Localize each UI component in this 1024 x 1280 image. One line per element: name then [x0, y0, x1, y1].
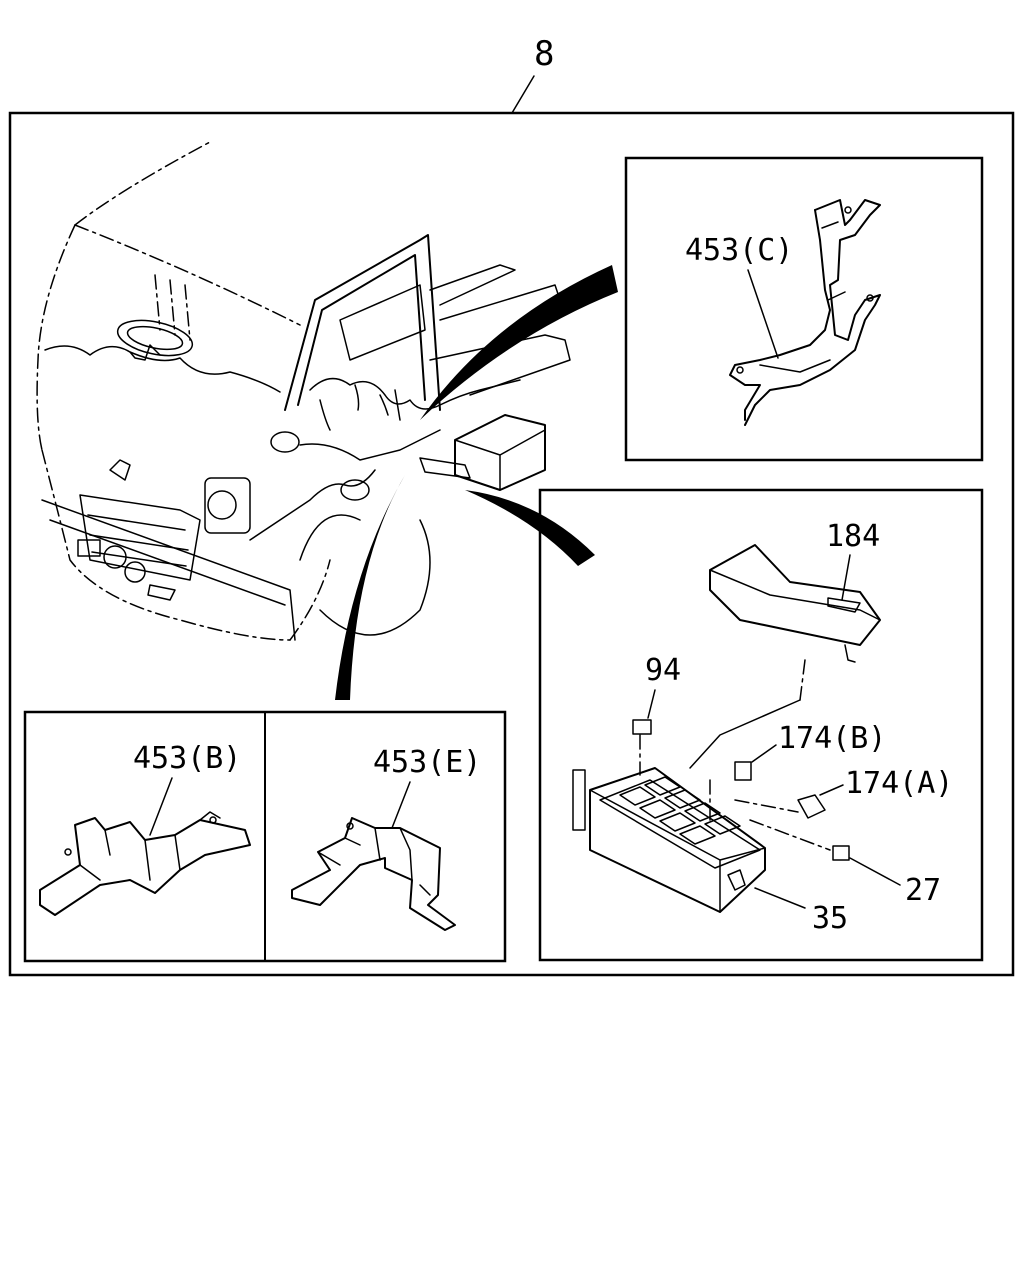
- inset-fuse-box: [538, 488, 984, 962]
- bracket-e-outline: [291, 817, 456, 931]
- cab-roof-edge-line: [74, 224, 301, 326]
- fog-lamp-left: [103, 545, 127, 569]
- bracket-b-outline: [39, 817, 251, 916]
- callout-174b: 174(B): [778, 721, 886, 756]
- leader-453e: [391, 781, 411, 829]
- cab-corner-line: [289, 559, 331, 641]
- relay-174b: [734, 761, 752, 781]
- fuse-box-body: [572, 767, 766, 913]
- pointer-wedge-453c: [420, 265, 618, 420]
- cab-roof-front-line: [74, 141, 211, 226]
- door-frame: [284, 234, 441, 411]
- chassis-rail-upper: [429, 264, 516, 306]
- callout-main: 8: [534, 34, 554, 74]
- relay-174a: [797, 794, 826, 819]
- hood-latch: [109, 459, 131, 481]
- fuse-box-top: [599, 779, 761, 869]
- battery: [454, 414, 546, 491]
- bracket-c-folds: [759, 221, 846, 373]
- callout-35: 35: [812, 901, 848, 936]
- speaker-grille: [207, 490, 237, 520]
- leader-184: [841, 554, 851, 601]
- bumper-line: [49, 519, 286, 606]
- speaker-component: [204, 477, 251, 534]
- fuse-slots: [619, 776, 741, 845]
- pointer-wedge-fusebox: [465, 490, 595, 566]
- bracket-c-hole-3: [866, 294, 874, 302]
- battery-edges: [454, 429, 546, 491]
- leader-35: [754, 887, 806, 909]
- callout-184: 184: [826, 519, 880, 554]
- pointer-wedge-453b-e: [335, 475, 405, 700]
- cover-top-edge: [709, 569, 881, 621]
- bracket-b-drawing: [39, 811, 251, 916]
- leader-453b: [149, 777, 173, 836]
- bracket-e-drawing: [291, 817, 456, 931]
- harness-upper: [309, 377, 521, 410]
- headlamp-left: [77, 539, 101, 557]
- bracket-b-hole-2: [209, 816, 217, 824]
- leader-94: [647, 689, 656, 719]
- steering-column: [129, 344, 161, 361]
- leader-453c: [747, 269, 779, 359]
- fog-lamp-right: [124, 561, 146, 583]
- steering-wheel: [116, 319, 194, 357]
- bumper-plate: [147, 584, 176, 601]
- cover-guide-line: [799, 659, 806, 701]
- leader-174a: [819, 784, 844, 796]
- relay-174a-guide: [734, 799, 799, 813]
- front-grille: [79, 494, 201, 581]
- harness-front: [249, 469, 376, 541]
- fuse-27-guide: [749, 819, 831, 851]
- callout-27: 27: [905, 873, 941, 908]
- steering-wheel-inner: [126, 325, 184, 351]
- bumper-top: [41, 499, 296, 641]
- bracket-e-folds: [317, 827, 431, 896]
- bracket-c-hole-2: [844, 206, 852, 214]
- callout-94: 94: [645, 653, 681, 688]
- fender-line: [299, 514, 361, 561]
- truck-cab-drawing: [36, 141, 571, 641]
- bracket-c-hole-1: [736, 366, 744, 374]
- fuse-box-tab: [727, 869, 746, 891]
- harness-branches: [319, 384, 401, 431]
- callout-174a: 174(A): [845, 766, 953, 801]
- fuse-27: [832, 845, 850, 861]
- inset-bracket-c: [624, 156, 984, 462]
- leader-174b: [751, 744, 777, 763]
- cab-lower-line: [41, 449, 291, 641]
- fuse-box-outline: [589, 767, 766, 913]
- sensor-component: [340, 479, 370, 501]
- callout-leader-main: [511, 75, 535, 114]
- relay-94: [632, 719, 652, 735]
- bracket-b-hole-1: [64, 848, 72, 856]
- callout-453e: 453(E): [373, 745, 481, 780]
- harness-lower: [299, 429, 441, 461]
- fuse-box-cover: [709, 544, 881, 663]
- bracket-c-outline: [744, 199, 881, 426]
- fuse-box-edges: [589, 789, 766, 913]
- cover-outline: [709, 544, 881, 646]
- bracket-b-folds: [79, 811, 221, 881]
- horn-component: [270, 431, 300, 453]
- bracket-e-hole: [346, 822, 354, 830]
- cover-latch: [827, 597, 861, 613]
- bracket-c-drawing: [729, 199, 881, 426]
- callout-453c: 453(C): [685, 233, 793, 268]
- callout-453b: 453(B): [133, 741, 241, 776]
- cab-seat-lines: [154, 274, 191, 341]
- cover-tab: [844, 644, 856, 663]
- cover-guide-line-2: [689, 699, 801, 769]
- fuse-box-clip: [572, 769, 586, 831]
- bracket-c-edge: [729, 209, 831, 421]
- door-window: [339, 284, 426, 361]
- fuse-box-location: [419, 457, 471, 479]
- door-frame-inner: [297, 254, 426, 406]
- leader-27: [849, 857, 901, 886]
- dashboard-line: [44, 345, 281, 393]
- cab-pillar-line: [36, 224, 76, 451]
